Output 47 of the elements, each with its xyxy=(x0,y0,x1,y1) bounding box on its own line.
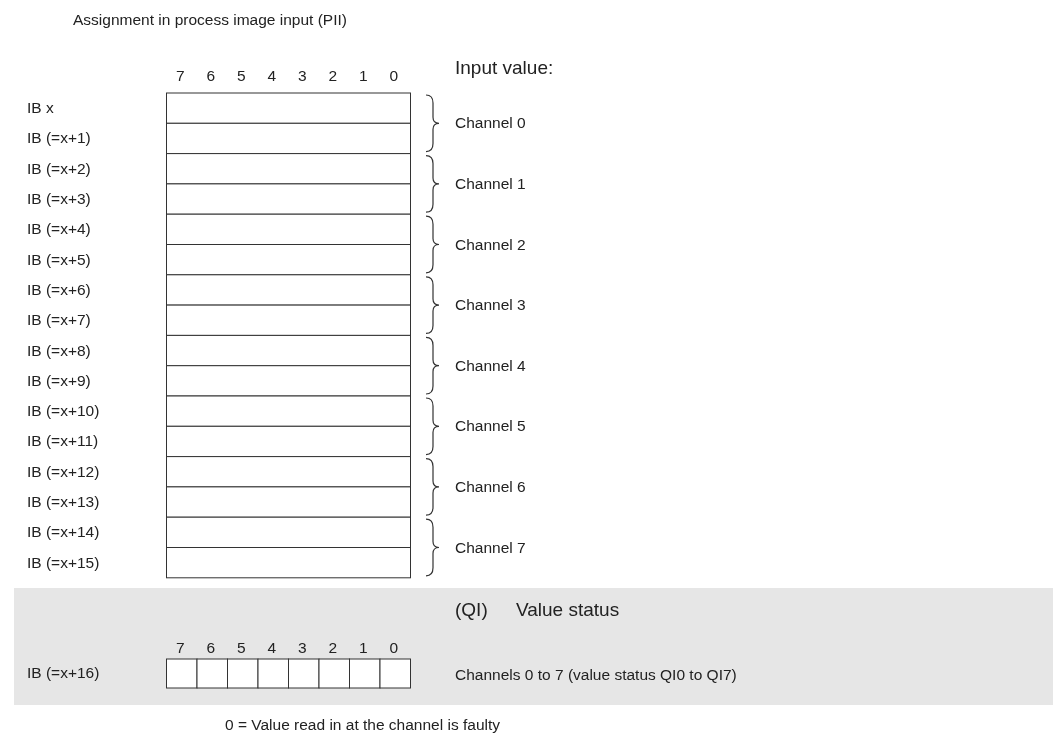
section-heading: Value status xyxy=(516,601,620,619)
bit-number: 4 xyxy=(267,639,277,657)
byte-address: IB (=x+15) xyxy=(27,553,100,572)
byte-address: IB (=x+13) xyxy=(27,493,100,512)
byte-address: IB (=x+12) xyxy=(27,462,100,481)
byte-address: IB (=x+7) xyxy=(27,311,91,330)
bit-number: 1 xyxy=(359,639,368,657)
title: Assignment in process image input (PII) xyxy=(73,11,347,29)
byte-address: IB (=x+16) xyxy=(27,664,100,682)
bit-number: 1 xyxy=(359,67,368,85)
bit-number: 3 xyxy=(298,639,307,657)
byte-address: IB (=x+2) xyxy=(27,159,91,178)
byte-address: IB (=x+4) xyxy=(27,220,91,239)
channel-label: Channel 3 xyxy=(455,296,526,315)
bit-number: 0 xyxy=(389,67,399,85)
bit-number: 0 xyxy=(389,639,399,657)
channel-label: Channel 7 xyxy=(455,538,526,557)
byte-address: IB (=x+14) xyxy=(27,523,100,542)
byte-address: IB (=x+9) xyxy=(27,371,91,390)
channel-label: Channel 5 xyxy=(455,417,526,436)
channel-label: Channel 4 xyxy=(455,356,526,375)
byte-address: IB (=x+6) xyxy=(27,280,91,299)
byte-address: IB x xyxy=(27,99,54,118)
column-heading: Input value: xyxy=(455,59,554,77)
byte-address: IB (=x+10) xyxy=(27,402,100,421)
footnote: 0 = Value read in at the channel is faulty xyxy=(225,716,501,734)
byte-address: IB (=x+1) xyxy=(27,129,91,148)
channel-label: Channel 6 xyxy=(455,477,526,496)
bit-number: 7 xyxy=(176,639,185,657)
bit-number: 3 xyxy=(298,67,307,85)
byte-address: IB (=x+3) xyxy=(27,190,91,209)
status-description: Channels 0 to 7 (value status QI0 to QI7) xyxy=(455,666,737,684)
bit-number: 6 xyxy=(206,67,216,85)
bit-number: 5 xyxy=(237,639,246,657)
channel-label: Channel 1 xyxy=(455,174,526,193)
bit-number: 5 xyxy=(237,67,246,85)
bit-number: 2 xyxy=(328,67,338,85)
byte-address: IB (=x+8) xyxy=(27,341,91,360)
bit-number: 4 xyxy=(267,67,277,85)
section-code: (QI) xyxy=(455,601,488,619)
bit-number: 7 xyxy=(176,67,185,85)
byte-address: IB (=x+11) xyxy=(27,432,99,451)
bit-number: 2 xyxy=(328,639,338,657)
bit-number: 6 xyxy=(206,639,216,657)
channel-label: Channel 0 xyxy=(455,114,526,133)
channel-label: Channel 2 xyxy=(455,235,526,254)
byte-address: IB (=x+5) xyxy=(27,250,91,269)
